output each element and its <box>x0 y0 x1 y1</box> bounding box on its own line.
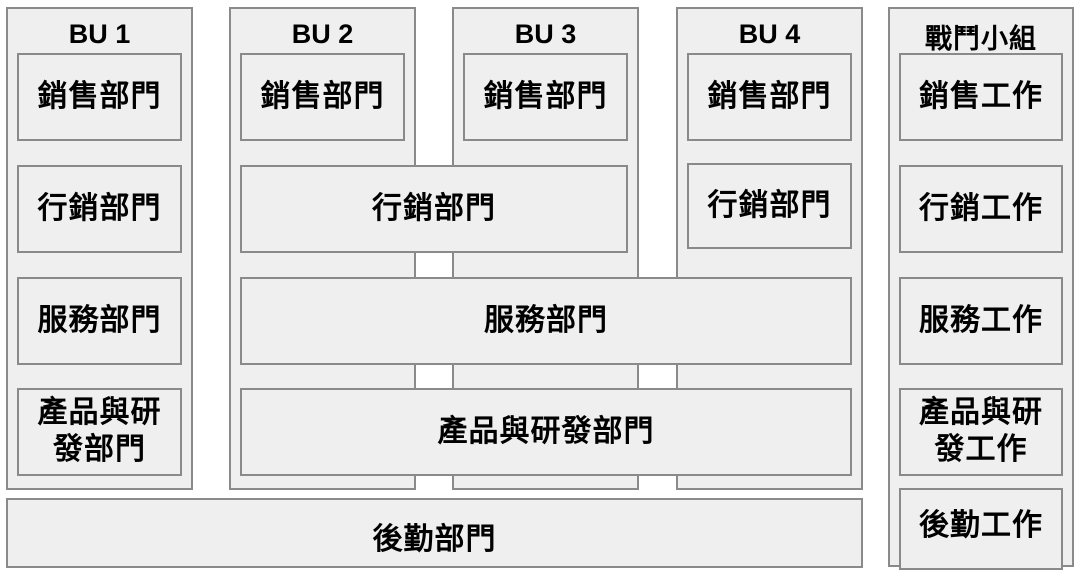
team-sales-task: 銷售工作 <box>899 53 1063 141</box>
shared-rd-dept-label: 產品與研發部門 <box>437 413 655 449</box>
bu1-service-dept: 服務部門 <box>17 277 182 365</box>
team-marketing-task-label: 行銷工作 <box>919 190 1043 226</box>
bu1-rd-dept-line1: 產品與研 <box>37 395 162 431</box>
shared-marketing-dept: 行銷部門 <box>240 165 628 253</box>
bu1-rd-dept-line2: 發部門 <box>53 432 146 467</box>
bu2-header: BU 2 <box>291 19 354 49</box>
bu2-sales-dept: 銷售部門 <box>240 53 405 141</box>
logistics-dept: 後勤部門 <box>6 498 863 568</box>
shared-marketing-dept-label: 行銷部門 <box>372 190 496 226</box>
team-sales-task-label: 銷售工作 <box>919 78 1043 114</box>
bu1-service-dept-label: 服務部門 <box>37 302 162 338</box>
bu4-sales-dept: 銷售部門 <box>687 53 852 141</box>
bu1-marketing-dept: 行銷部門 <box>17 165 182 253</box>
bu1-sales-dept: 銷售部門 <box>17 53 182 141</box>
bu3-sales-dept-label: 銷售部門 <box>483 78 608 114</box>
bu4-marketing-dept-label: 行銷部門 <box>707 187 832 223</box>
bu4-header: BU 4 <box>738 19 801 49</box>
team-logistics-task: 後勤工作 <box>899 488 1063 570</box>
bu3-header: BU 3 <box>514 19 577 49</box>
shared-service-dept-label: 服務部門 <box>484 302 608 338</box>
team-service-task: 服務工作 <box>899 277 1063 365</box>
bu2-sales-dept-label: 銷售部門 <box>260 78 385 114</box>
logistics-dept-label: 後勤部門 <box>372 522 497 557</box>
team-rd-task: 產品與研 發工作 <box>899 388 1063 476</box>
team-marketing-task: 行銷工作 <box>899 165 1063 253</box>
bu1-rd-dept: 產品與研 發部門 <box>17 388 182 476</box>
bu1-header: BU 1 <box>68 19 131 49</box>
team-logistics-task-label: 後勤工作 <box>919 508 1043 543</box>
shared-service-dept: 服務部門 <box>240 277 852 365</box>
team-header: 戰鬥小組 <box>925 24 1037 55</box>
shared-rd-dept: 產品與研發部門 <box>240 388 852 476</box>
bu1-marketing-dept-label: 行銷部門 <box>37 190 162 226</box>
bu4-sales-dept-label: 銷售部門 <box>707 78 832 114</box>
team-rd-task-line1: 產品與研 <box>919 395 1043 431</box>
team-rd-task-line2: 發工作 <box>934 432 1028 467</box>
bu1-sales-dept-label: 銷售部門 <box>37 78 162 114</box>
bu3-sales-dept: 銷售部門 <box>463 53 628 141</box>
team-service-task-label: 服務工作 <box>919 302 1043 338</box>
bu4-marketing-dept: 行銷部門 <box>687 163 852 249</box>
